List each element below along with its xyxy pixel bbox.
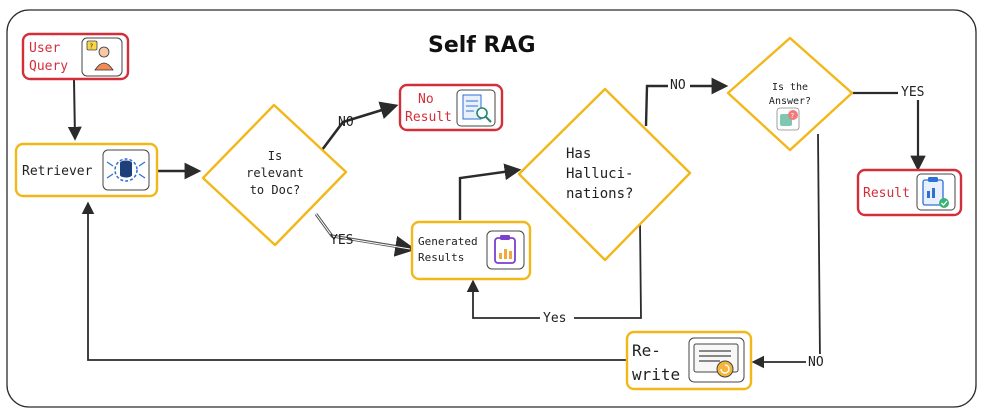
hallucination-line1: Has [566, 146, 591, 162]
hallucination-line3: nations? [566, 186, 633, 202]
svg-text:?: ? [90, 43, 94, 51]
node-rewrite: Re- write [625, 330, 753, 391]
user-query-line1: User [29, 41, 60, 56]
edge-rewrite-to-retriever [81, 201, 626, 361]
edge-query-to-retriever [67, 79, 82, 141]
no-result-line1: No [418, 92, 434, 107]
generated-line1: Generated [418, 235, 478, 248]
user-question-icon: ? [81, 37, 123, 77]
retriever-label: Retriever [22, 164, 93, 179]
database-network-icon [102, 149, 150, 191]
node-relevance-decision: Is relevant to Doc? [201, 103, 348, 247]
question-bubble-icon: ? [776, 107, 800, 131]
label-hallucinations-yes: Yes [543, 311, 566, 326]
node-answer-decision: Is the Answer? ? [726, 36, 854, 152]
result-label: Result [863, 186, 910, 201]
clipboard-chart-icon [486, 230, 525, 270]
generated-line2: Results [418, 251, 464, 264]
svg-text:?: ? [791, 112, 795, 120]
label-hallucinations-no: NO [670, 78, 686, 93]
report-check-icon [916, 173, 956, 211]
rewrite-document-icon [688, 337, 745, 383]
label-answer-yes: YES [901, 85, 924, 100]
label-answer-no: NO [808, 355, 824, 370]
relevance-line3: to Doc? [250, 183, 301, 197]
edge-hallucinations-no [644, 77, 729, 127]
rewrite-line2: write [632, 365, 680, 384]
hallucination-line2: Halluci- [566, 166, 633, 182]
edge-generated-to-hallucinations [458, 163, 522, 220]
edge-relevance-no [320, 101, 399, 151]
relevance-line2: relevant [246, 166, 304, 180]
node-no-result: No Result [398, 83, 504, 132]
node-user-query: User Query ? [21, 32, 130, 81]
node-generated-results: Generated Results [410, 220, 532, 281]
relevance-line1: Is [268, 149, 282, 163]
label-relevance-yes: YES [330, 233, 353, 248]
document-search-icon [456, 89, 496, 127]
diagram-title: Self RAG [428, 33, 536, 58]
outer-frame [6, 9, 977, 408]
node-hallucination-decision: Has Halluci- nations? [517, 87, 692, 262]
label-relevance-no: NO [338, 115, 354, 130]
answer-line2: Answer? [769, 96, 811, 107]
node-result: Result [856, 168, 963, 217]
no-result-line2: Result [405, 110, 452, 125]
user-query-line2: Query [29, 59, 68, 74]
answer-line1: Is the [772, 82, 808, 93]
node-retriever: Retriever [14, 142, 159, 198]
rewrite-line1: Re- [632, 341, 661, 360]
